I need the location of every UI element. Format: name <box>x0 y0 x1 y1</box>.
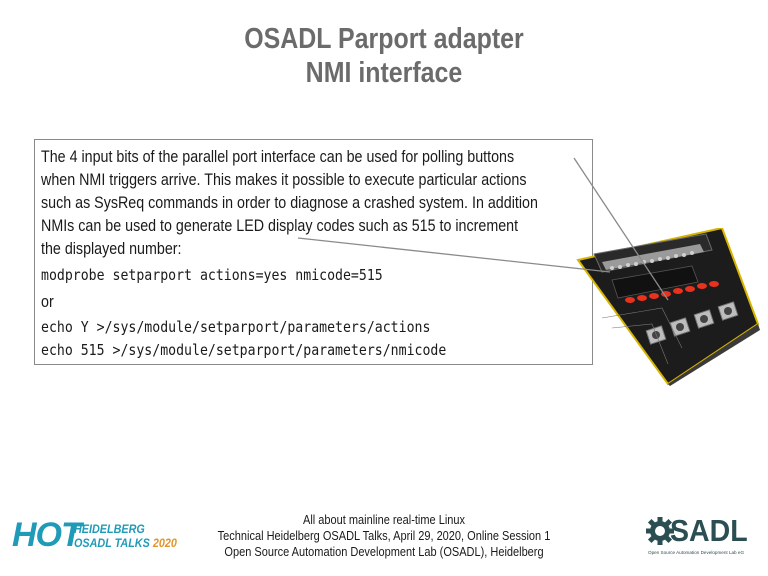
paragraph-line: NMIs can be used to generate LED display… <box>41 216 519 235</box>
hot-logo-year: 2020 <box>152 536 177 550</box>
hot-logo-talks-text: OSADL TALKS <box>74 536 150 550</box>
osadl-logo: SADL Open Source Automation Development … <box>646 512 758 558</box>
paragraph-line: such as SysReq commands in order to diag… <box>41 193 538 212</box>
pcb-shadow <box>668 324 760 386</box>
paragraph-line: The 4 input bits of the parallel port in… <box>41 147 515 166</box>
slide-title-line2: NMI interface <box>305 57 463 89</box>
push-buttons <box>645 301 739 345</box>
hot-heidelberg-logo: HOT HEIDELBERG OSADL TALKS 2020 <box>12 516 177 554</box>
paragraph-line: when NMI triggers arrive. This makes it … <box>41 170 527 189</box>
pcb-traces <box>601 307 683 365</box>
description-paragraph: The 4 input bits of the parallel port in… <box>41 145 579 260</box>
footer-text: All about mainline real-time Linux Techn… <box>204 512 563 560</box>
osadl-logo-tagline: Open Source Automation Development Lab e… <box>648 550 745 555</box>
footer-line2: Technical Heidelberg OSADL Talks, April … <box>217 529 551 543</box>
command-echo-nmicode: echo 515 >/sys/module/setparport/paramet… <box>41 341 447 359</box>
osadl-logo-word: SADL <box>670 513 748 548</box>
osadl-gear-icon <box>646 517 674 545</box>
slide-title: OSADL Parport adapter NMI interface <box>54 22 714 90</box>
content-box: The 4 input bits of the parallel port in… <box>34 139 593 365</box>
footer-line1: All about mainline real-time Linux <box>302 513 466 527</box>
footer-line3: Open Source Automation Development Lab (… <box>224 545 544 559</box>
command-echo-actions: echo Y >/sys/module/setparport/parameter… <box>41 318 431 336</box>
hot-logo-talks: OSADL TALKS 2020 <box>74 537 177 550</box>
or-separator: or <box>41 292 54 311</box>
slide-title-line1: OSADL Parport adapter <box>244 23 524 55</box>
hot-logo-letters: HOT <box>12 516 82 554</box>
command-modprobe: modprobe setparport actions=yes nmicode=… <box>41 266 383 284</box>
paragraph-line: the displayed number: <box>41 239 182 258</box>
hot-logo-heidelberg: HEIDELBERG <box>74 522 145 536</box>
parport-adapter-board-image <box>576 228 760 386</box>
